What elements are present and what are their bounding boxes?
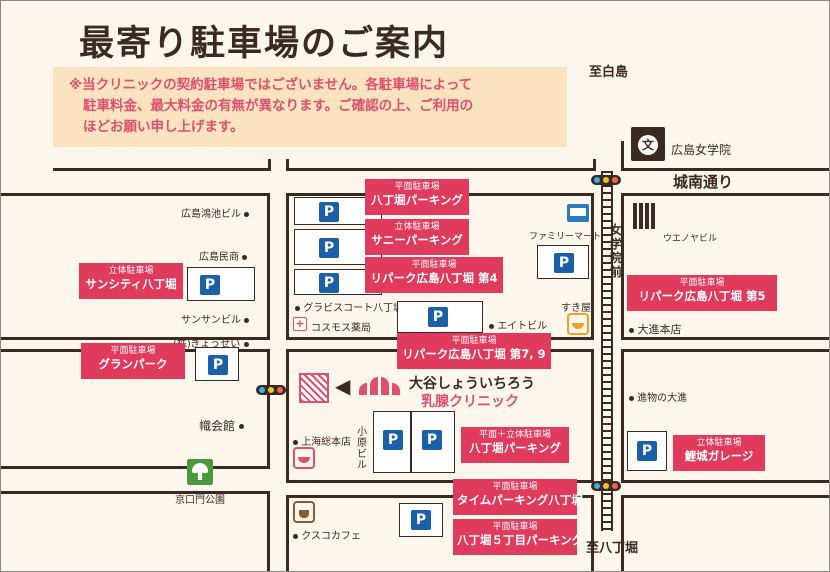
landmark-cusco: クスコカフェ xyxy=(293,527,361,542)
traffic-signal-west xyxy=(256,385,286,395)
notice-box: ※当クリニックの契約駐車場ではございません。各駐車場によって 駐車料金、最大料金… xyxy=(53,67,567,147)
block-south-east xyxy=(621,495,829,571)
road-north-label: 至白島 xyxy=(589,65,629,80)
page-title: 最寄り駐車場のご案内 xyxy=(79,24,450,64)
parking-icon: P xyxy=(637,441,657,461)
pharmacy-icon: + xyxy=(293,317,307,331)
parking-tag: 平面駐車場タイムパーキング八丁堀 xyxy=(453,479,583,515)
clinic-name: 大谷しょういちろう xyxy=(409,376,535,392)
landmark-shingbutsu: 進物の大進 xyxy=(629,389,687,404)
restaurant-icon xyxy=(567,313,589,335)
parking-tag: 平面駐車場八丁堀５丁目パーキング xyxy=(453,519,583,555)
landmark-kaikan: 幟会館 xyxy=(199,417,244,434)
landmark-sukiya: すき屋 xyxy=(561,303,591,314)
parking-tag: 平面駐車場グランパーク xyxy=(81,343,185,379)
school-icon: 文 xyxy=(631,127,665,161)
parking-lot: P xyxy=(195,347,239,381)
parking-tag: 立体駐車場サニーパーキング xyxy=(365,219,469,255)
notice-line: 駐車料金、最大料金の有無が異なります。ご確認の上、ご利用の xyxy=(83,98,474,114)
landmark-family: ファミリーマート xyxy=(529,232,602,242)
parking-icon: P xyxy=(319,273,339,293)
landmark-gyousei: (株)ぎょうせい xyxy=(173,335,249,350)
landmark-eight: エイトビル xyxy=(489,317,547,332)
landmark-shanghai: 上海総本店 xyxy=(293,433,351,448)
clinic-logo-icon xyxy=(359,373,403,397)
notice-line: ほどお願い申し上げます。 xyxy=(83,119,244,135)
parking-lot: P xyxy=(627,431,667,471)
parking-icon: P xyxy=(208,355,228,375)
landmark-uenoya: ウエノヤビル xyxy=(663,234,718,244)
park-icon xyxy=(187,459,213,485)
east-street-label: 城南通り xyxy=(673,173,734,191)
parking-tag: 平面駐車場リパーク広島八丁堀 第5 xyxy=(627,275,777,311)
parking-icon: P xyxy=(383,430,403,450)
landmark-grace: グラビスコート八丁堀 xyxy=(295,299,403,314)
vertical-street-label: 女学院前 xyxy=(609,223,622,279)
landmark-ohara: 小原ビル xyxy=(357,427,367,471)
landmark-ohshin: 大進本店 xyxy=(629,321,682,337)
block-south-left xyxy=(1,491,270,571)
parking-icon: P xyxy=(319,238,339,258)
parking-icon: P xyxy=(319,202,339,222)
road-south-label: 至八丁堀 xyxy=(586,541,639,556)
parking-tag: 平面駐車場リパーク広島八丁堀 第7, 9 xyxy=(397,333,551,369)
parking-tag: 立体駐車場鯉城ガレージ xyxy=(673,435,765,471)
clinic-subtitle: 乳腺クリニック xyxy=(421,394,519,410)
school-icon-glyph: 文 xyxy=(638,135,658,155)
school-label: 広島女学院 xyxy=(671,143,732,157)
parking-icon: P xyxy=(554,253,574,273)
block-north-left xyxy=(53,159,271,171)
landmark-sunsun: サンサンビル xyxy=(181,311,250,326)
parking-tag: 平面＋立体駐車場八丁堀パーキング xyxy=(461,427,569,463)
parking-tag: 立体駐車場サンシティ八丁堀 xyxy=(79,263,183,299)
parking-tag: 平面駐車場リパーク広島八丁堀 第4 xyxy=(365,257,503,293)
cafe-icon xyxy=(293,501,315,523)
traffic-signal-north xyxy=(591,175,621,185)
park-label: 京口門公園 xyxy=(175,495,225,506)
parking-icon: P xyxy=(200,275,220,295)
block-east-upper xyxy=(621,193,829,340)
landmark-kochi: 広島鴻池ビル xyxy=(181,205,250,220)
parking-lot: P xyxy=(411,411,455,473)
parking-icon: P xyxy=(428,307,448,327)
convenience-store-icon xyxy=(567,204,589,222)
block-north-center xyxy=(286,159,596,171)
parking-icon: P xyxy=(422,430,442,450)
notice-line: ※当クリニックの契約駐車場ではございません。各駐車場によって xyxy=(69,77,473,93)
parking-lot: P xyxy=(187,267,255,301)
clinic-arrow-icon: ◀ xyxy=(335,374,351,398)
traffic-signal-south xyxy=(591,481,621,491)
building-icon xyxy=(633,203,655,229)
parking-lot: P xyxy=(537,245,589,279)
parking-tag: 平面駐車場八丁堀パーキング xyxy=(365,179,469,215)
parking-lot: P xyxy=(399,503,443,537)
tram-line xyxy=(601,171,613,531)
noodle-icon xyxy=(293,447,315,469)
clinic-building xyxy=(299,373,329,403)
parking-lot: P xyxy=(373,411,411,473)
parking-lot: P xyxy=(397,301,483,333)
parking-icon: P xyxy=(411,510,431,530)
landmark-minpou: 広島民商 xyxy=(199,248,248,263)
landmark-cosmos: コスモス薬局 xyxy=(311,323,371,334)
